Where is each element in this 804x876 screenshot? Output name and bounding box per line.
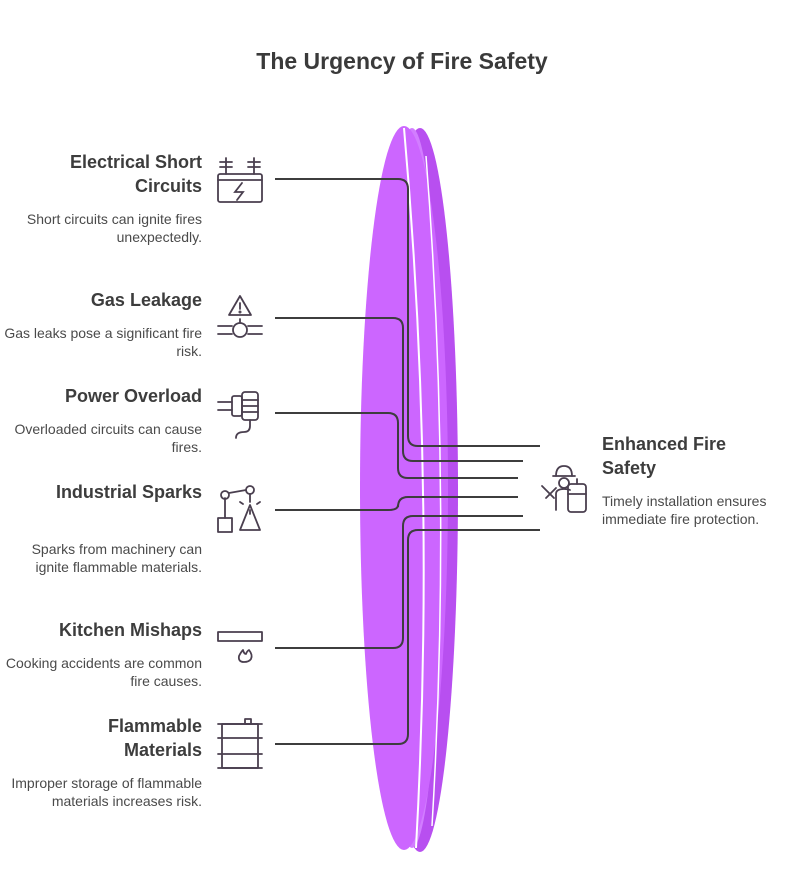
diagram-title: The Urgency of Fire Safety <box>256 48 548 74</box>
cause-desc-power: Overloaded circuits can cause fires. <box>14 421 202 455</box>
connector-lines <box>275 178 540 745</box>
cause-title-gas: Gas Leakage <box>90 290 202 310</box>
connector-electrical <box>275 178 540 447</box>
cause-desc-flammable: Improper storage of flammable materials … <box>11 775 202 809</box>
stove-flame-icon <box>217 631 263 663</box>
cause-desc-electrical: Short circuits can ignite fires unexpect… <box>26 211 202 245</box>
cause-desc-gas: Gas leaks pose a significant fire risk. <box>4 325 202 359</box>
cause-desc-kitchen: Cooking accidents are common fire causes… <box>5 655 202 689</box>
connector-flammable <box>275 529 540 745</box>
cause-title-electrical: Electrical Short Circuits <box>69 152 202 196</box>
connector-power <box>275 412 518 479</box>
robotic-arm-spark-icon <box>217 485 261 533</box>
electrical-panel-icon <box>217 157 263 203</box>
gas-valve-warning-icon <box>217 295 263 338</box>
cause-title-kitchen: Kitchen Mishaps <box>58 620 202 640</box>
connector-industrial <box>275 496 518 511</box>
cause-title-industrial: Industrial Sparks <box>55 482 202 502</box>
cause-desc-industrial: Sparks from machinery can ignite flammab… <box>31 541 202 575</box>
cause-title-flammable: Flammable Materials <box>107 716 202 760</box>
cause-title-power: Power Overload <box>64 386 202 406</box>
connector-gas <box>275 317 523 462</box>
barrel-icon <box>217 718 263 769</box>
connector-kitchen <box>275 515 523 649</box>
power-plug-icon <box>217 391 259 439</box>
firefighter-extinguisher-icon <box>541 465 587 513</box>
result-title: Enhanced Fire Safety <box>602 434 727 478</box>
lens-shape <box>360 126 458 852</box>
result-desc: Timely installation ensures immediate fi… <box>602 493 767 527</box>
